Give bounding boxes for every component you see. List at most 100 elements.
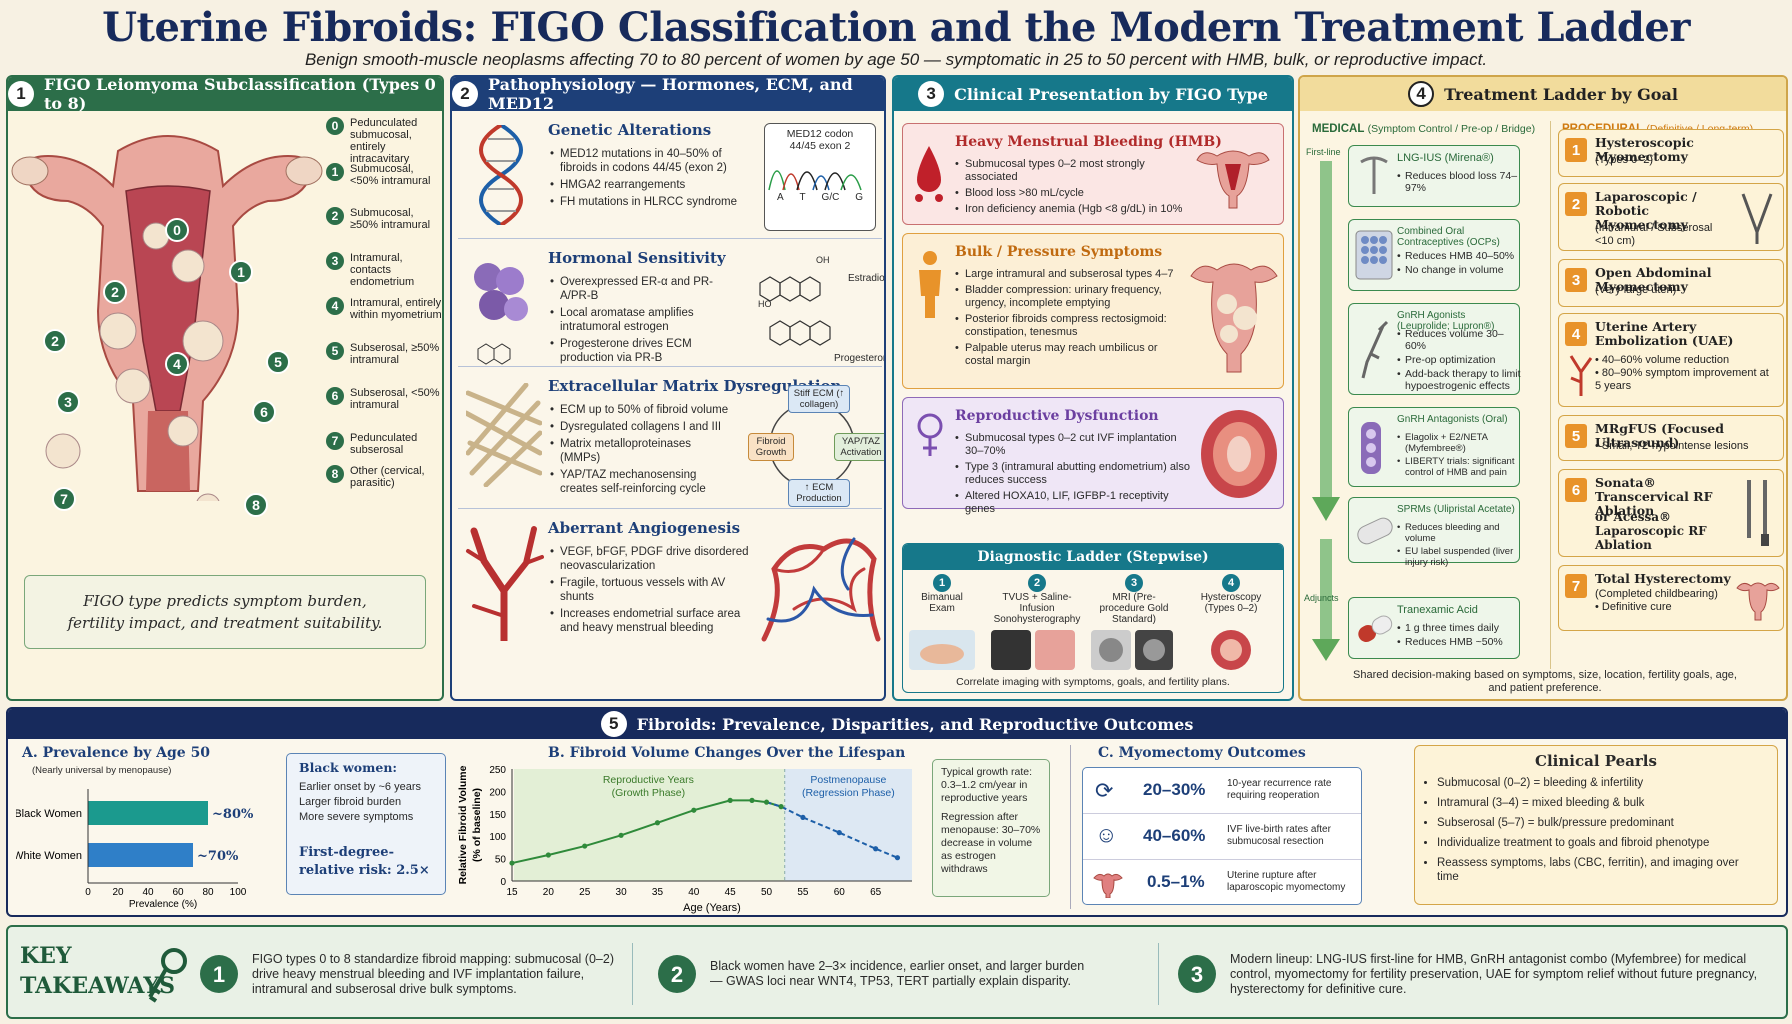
map-label-7: 7 <box>52 487 76 511</box>
med-tranexamic: Tranexamic Acid1 g three times dailyRedu… <box>1348 597 1520 659</box>
x-tick-label: 100 <box>230 887 247 898</box>
panel-header: 3 Clinical Presentation by FIGO Type <box>894 77 1292 111</box>
med-sprm: SPRMs (Ulipristal Acetate)Reduces bleedi… <box>1348 497 1520 568</box>
column-divider <box>1550 121 1551 669</box>
bulk-title: Bulk / Pressure Symptoms <box>955 244 1163 260</box>
y-axis-label: Relative Fibroid Volume <box>457 765 469 884</box>
panel-title: Fibroids: Prevalence, Disparities, and R… <box>636 714 1194 734</box>
artery-icon <box>1569 355 1593 396</box>
key-icon <box>148 948 187 1003</box>
x-tick-label: 60 <box>834 887 846 898</box>
map-label-8: 8 <box>244 493 268 517</box>
bar <box>88 843 193 867</box>
bulk-card: Bulk / Pressure Symptoms Large intramura… <box>902 233 1284 389</box>
recurrence-icon: ⟳ <box>1095 778 1114 803</box>
x-tick-label: 35 <box>652 887 664 898</box>
y-tick-label: 100 <box>489 832 506 843</box>
map-label-1: 1 <box>229 260 253 284</box>
x-tick-label: 20 <box>112 887 124 898</box>
postmenopause-label: Postmenopause <box>810 774 886 786</box>
panel-prevalence-outcomes: 5 Fibroids: Prevalence, Disparities, and… <box>6 707 1788 917</box>
regression-phase-label: (Regression Phase) <box>802 787 895 799</box>
genetic-bullets: MED12 mutations in 40–50% of fibroids in… <box>550 147 750 212</box>
pearl-item: Individualize treatment to goals and fib… <box>1437 836 1757 850</box>
uterus-small-icon <box>1736 582 1780 621</box>
adjuncts-label: Adjuncts <box>1304 593 1339 603</box>
blood-vessel-icon <box>466 526 544 641</box>
ecm-section: Extracellular Matrix Dysregulation ECM u… <box>458 369 884 509</box>
hormonal-bullets: Overexpressed ER-α and PR-A/PR-B Local a… <box>550 275 740 368</box>
map-label-5: 5 <box>266 350 290 374</box>
y-tick-label: 50 <box>495 855 507 866</box>
firstline-label: First-line <box>1306 147 1341 157</box>
x-tick-label: 40 <box>688 887 700 898</box>
data-point <box>873 846 879 852</box>
risk-label: First-degree-relative risk: <box>299 845 394 878</box>
x-tick-label: 30 <box>616 887 628 898</box>
hormonal-title: Hormonal Sensitivity <box>548 249 726 267</box>
data-point <box>691 807 697 813</box>
map-label-2: 2 <box>103 280 127 304</box>
panel-number: 3 <box>918 81 945 107</box>
data-point <box>618 832 624 838</box>
cycle-ecm-production: ↑ ECM Production <box>788 479 850 507</box>
genetic-section: Genetic Alterations MED12 mutations in 4… <box>458 113 882 239</box>
takeaway-divider <box>1158 943 1159 1005</box>
bar-data-label: ~80% <box>212 807 254 822</box>
pearl-item: Subserosal (5–7) = bulk/pressure predomi… <box>1437 816 1757 830</box>
pearls-title: Clinical Pearls <box>1535 752 1657 770</box>
ecm-bullets: ECM up to 50% of fibroid volume Dysregul… <box>550 403 730 499</box>
map-label-0: 0 <box>165 218 189 242</box>
outcome-row: ⟳ 20–30% 10-year recurrence rate requiri… <box>1083 768 1361 814</box>
med-gnrh-antagonist: GnRH Antagonists (Oral)Elagolix + E2/NET… <box>1348 407 1520 487</box>
section-divider <box>1070 745 1071 909</box>
vascular-network-icon <box>761 537 881 642</box>
receptor-protein-icon <box>474 263 528 321</box>
panel-pathophysiology: 2 Pathophysiology — Hormones, ECM, and M… <box>450 75 886 701</box>
uterus-rupture-icon <box>1093 873 1123 898</box>
prevalence-note: (Nearly universal by menopause) <box>32 765 172 776</box>
enlarged-uterus-icon <box>1190 263 1278 373</box>
genetic-title: Genetic Alterations <box>548 121 712 139</box>
med-lng-ius: LNG-IUS (Mirena®)Reduces blood loss 74–9… <box>1348 145 1520 207</box>
diag-footer: Correlate imaging with symptoms, goals, … <box>956 676 1230 688</box>
pill-strip-icon <box>1361 422 1381 474</box>
panel-header: 5 Fibroids: Prevalence, Disparities, and… <box>8 709 1786 739</box>
ho-label: HO <box>758 299 772 309</box>
diag-title: Diagnostic Ladder (Stepwise) <box>903 544 1283 570</box>
ladder-arrow <box>1312 161 1340 661</box>
small-steroid-icon <box>477 343 511 365</box>
uterus-icon <box>1196 150 1270 209</box>
bar-data-label: ~70% <box>197 849 239 864</box>
panel-clinical-presentation: 3 Clinical Presentation by FIGO Type Hea… <box>892 75 1294 701</box>
blood-drop-icon <box>915 146 943 202</box>
disparity-bullet: Larger fibroid burden <box>299 796 402 808</box>
panel-header: 2 Pathophysiology — Hormones, ECM, and M… <box>452 77 884 113</box>
capsule-icon <box>1357 517 1393 545</box>
reproductive-years-label: Reproductive Years <box>603 774 694 786</box>
cycle-yaptaz: YAP/TAZ Activation <box>834 433 884 461</box>
chromatogram-icon <box>768 170 862 191</box>
uterus-diagram <box>11 135 323 501</box>
page-subtitle: Benign smooth-muscle neoplasms affecting… <box>304 50 1488 69</box>
y-tick-label: 0 <box>500 877 506 888</box>
risk-value: 2.5× <box>396 863 430 878</box>
disparity-bullet: Earlier onset by ~6 years <box>299 781 421 793</box>
outcome-row: ☺ 40–60% IVF live-birth rates after subm… <box>1083 814 1361 860</box>
map-label-3: 3 <box>56 390 80 414</box>
x-tick-label: 65 <box>870 887 882 898</box>
endometrium-icon <box>1201 410 1277 498</box>
estradiol-label: Estradiol <box>848 273 886 284</box>
x-axis-label: Prevalence (%) <box>129 899 197 909</box>
figo-callout: FIGO type predicts symptom burden, ferti… <box>24 575 426 649</box>
